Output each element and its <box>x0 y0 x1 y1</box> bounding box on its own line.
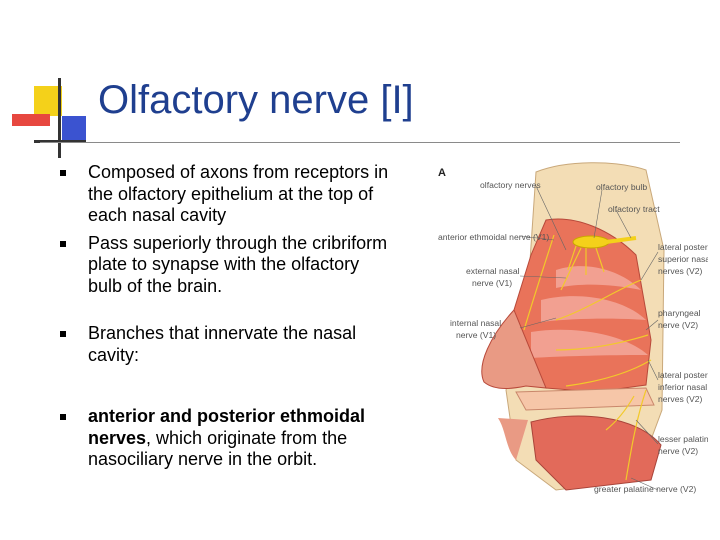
accent-horizontal-line <box>34 140 86 143</box>
label-lesser-palatine-2: nerve (V2) <box>658 446 698 456</box>
bullet-bold-text: anterior and posterior ethmoidal nerves <box>88 406 366 448</box>
bullet-text: , which originate from the nasociliary n… <box>88 427 348 470</box>
label-lateral-posterior-inferior-2: inferior nasal <box>658 382 707 392</box>
bullet-item: Branches that innervate the nasal cavity… <box>60 323 390 366</box>
slide-title: Olfactory nerve [I] <box>98 78 414 122</box>
tongue <box>530 415 662 491</box>
bullet-marker-icon <box>60 240 66 247</box>
label-internal-nasal: internal nasal <box>450 318 501 328</box>
bullet-list: Composed of axons from receptors in the … <box>60 162 390 471</box>
bullet-text: Branches that innervate the nasal cavity… <box>88 323 357 365</box>
label-pharyngeal-2: nerve (V2) <box>658 320 698 330</box>
label-lateral-posterior-inferior: lateral posterior <box>658 370 708 380</box>
external-nose <box>481 309 547 389</box>
label-pharyngeal: pharyngeal <box>658 308 701 318</box>
label-lateral-posterior-superior: lateral posterior <box>658 242 708 252</box>
bullet-marker-icon <box>60 331 66 337</box>
olfactory-bulb <box>572 235 610 249</box>
label-lateral-posterior-superior-3: nerves (V2) <box>658 266 703 276</box>
olfactory-tract <box>605 236 637 244</box>
leader-lines <box>519 185 659 491</box>
bullet-item: Pass superiorly through the cribriform p… <box>60 233 390 298</box>
accent-blue-square <box>62 116 86 142</box>
label-lateral-posterior-inferior-3: nerves (V2) <box>658 394 703 404</box>
bullet-item: Composed of axons from receptors in the … <box>60 162 390 227</box>
bullet-marker-icon <box>60 414 66 420</box>
label-anterior-ethmoidal: anterior ethmoidal nerve (V1) <box>438 232 549 242</box>
accent-vertical-line <box>58 78 61 158</box>
bullet-item: anterior and posterior ethmoidal nerves,… <box>60 406 390 471</box>
label-olfactory-nerves: olfactory nerves <box>480 180 541 190</box>
label-internal-nasal-2: nerve (V1) <box>456 330 496 340</box>
palate <box>515 387 655 411</box>
bullet-marker-icon <box>60 170 66 176</box>
bullet-text: Composed of axons from receptors in the … <box>88 162 389 225</box>
accent-yellow-square <box>34 86 62 116</box>
panel-letter: A <box>438 167 446 179</box>
label-olfactory-tract: olfactory tract <box>608 204 660 214</box>
superior-turbinate <box>556 266 641 290</box>
inferior-turbinate <box>531 329 648 358</box>
accent-red-bar <box>12 114 50 126</box>
bullet-text: Pass superiorly through the cribriform p… <box>88 232 388 296</box>
label-external-nasal-2: nerve (V1) <box>472 278 512 288</box>
label-olfactory-bulb: olfactory bulb <box>596 182 647 192</box>
title-divider <box>40 142 680 143</box>
lip <box>498 418 528 460</box>
nasal-anatomy-figure: A olfactory nerves olfactory bul <box>438 162 708 494</box>
label-lesser-palatine: lesser palatine <box>658 434 708 444</box>
label-lateral-posterior-superior-2: superior nasal <box>658 254 708 264</box>
label-external-nasal: external nasal <box>466 266 520 276</box>
label-greater-palatine: greater palatine nerve (V2) <box>594 484 696 494</box>
